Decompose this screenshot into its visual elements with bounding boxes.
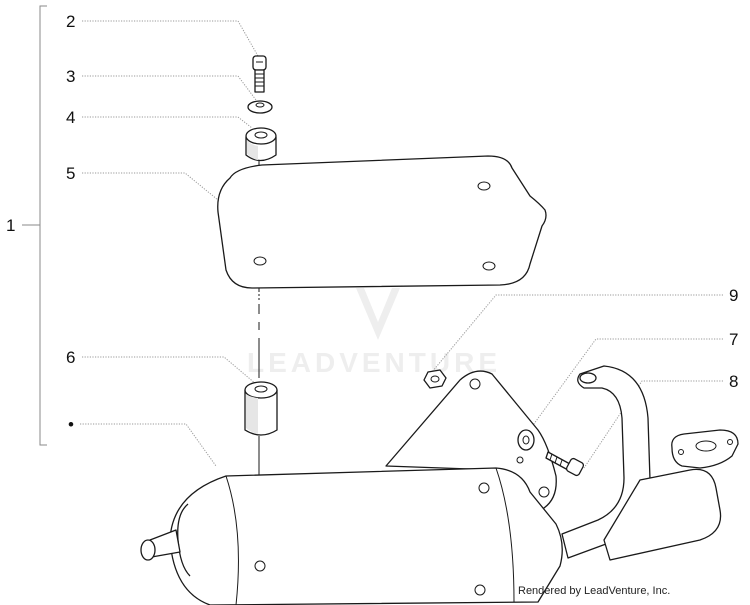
grommet-part-4	[245, 127, 277, 162]
rendered-by-credit: Rendered by LeadVenture, Inc.	[518, 585, 670, 597]
watermark: LEADVENTURE	[247, 238, 501, 378]
spacer-part-6	[244, 381, 278, 436]
heat-shield-part-5	[217, 155, 547, 289]
callout-9: 9	[729, 286, 738, 305]
callout-4: 4	[66, 108, 75, 127]
nut-part-9	[423, 369, 447, 389]
washer-part-3	[247, 100, 273, 114]
callout-1: 1	[6, 216, 15, 235]
callout-bullet: •	[68, 415, 74, 434]
callout-2: 2	[66, 12, 75, 31]
muffler-body	[140, 467, 563, 605]
watermark-text: LEADVENTURE	[247, 347, 501, 378]
callout-8: 8	[729, 372, 738, 391]
group-bracket-1: 1	[6, 5, 47, 446]
callout-3: 3	[66, 67, 75, 86]
callout-6: 6	[66, 348, 75, 367]
bolt-part-8	[545, 451, 585, 477]
callout-7: 7	[729, 330, 738, 349]
leader-lines	[80, 20, 723, 469]
exhaust-pipe	[561, 365, 739, 561]
washer-part-7	[517, 429, 535, 451]
callout-5: 5	[66, 164, 75, 183]
bolt-part-2	[252, 55, 267, 93]
